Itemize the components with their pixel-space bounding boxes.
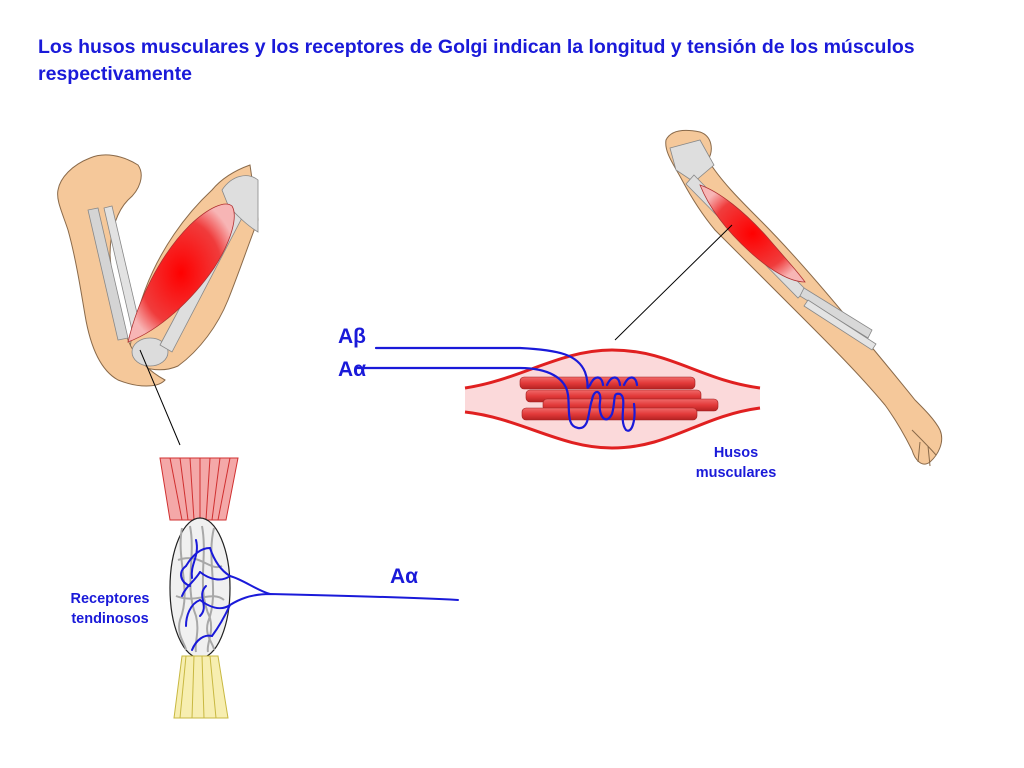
label-husos-line2: musculares	[695, 465, 777, 481]
tendon-nerve-fibers	[180, 539, 459, 651]
slide-title: Los husos musculares y los receptores de…	[38, 36, 915, 85]
label-a-beta: Aβ	[338, 325, 366, 348]
muscle-spindle	[464, 348, 761, 450]
spindle-nerve-fibers	[354, 346, 639, 432]
label-receptores-line1: Receptores	[70, 591, 150, 607]
label-husos-line1: Husos	[713, 445, 759, 461]
label-a-alpha-tendon: Aα	[390, 565, 419, 588]
label-receptores-line2: tendinosos	[71, 611, 149, 627]
tendon-organ	[159, 457, 239, 719]
pointer-line-spindle	[614, 224, 733, 341]
label-a-alpha-spindle: Aα	[338, 358, 367, 381]
label-receptores-tendinosos: Receptores tendinosos	[54, 589, 166, 629]
label-husos-musculares: Husos musculares	[684, 443, 788, 483]
flexed-arm-illustration	[57, 154, 259, 387]
extended-arm-illustration	[665, 129, 943, 467]
pointer-line-tendon	[139, 349, 181, 446]
